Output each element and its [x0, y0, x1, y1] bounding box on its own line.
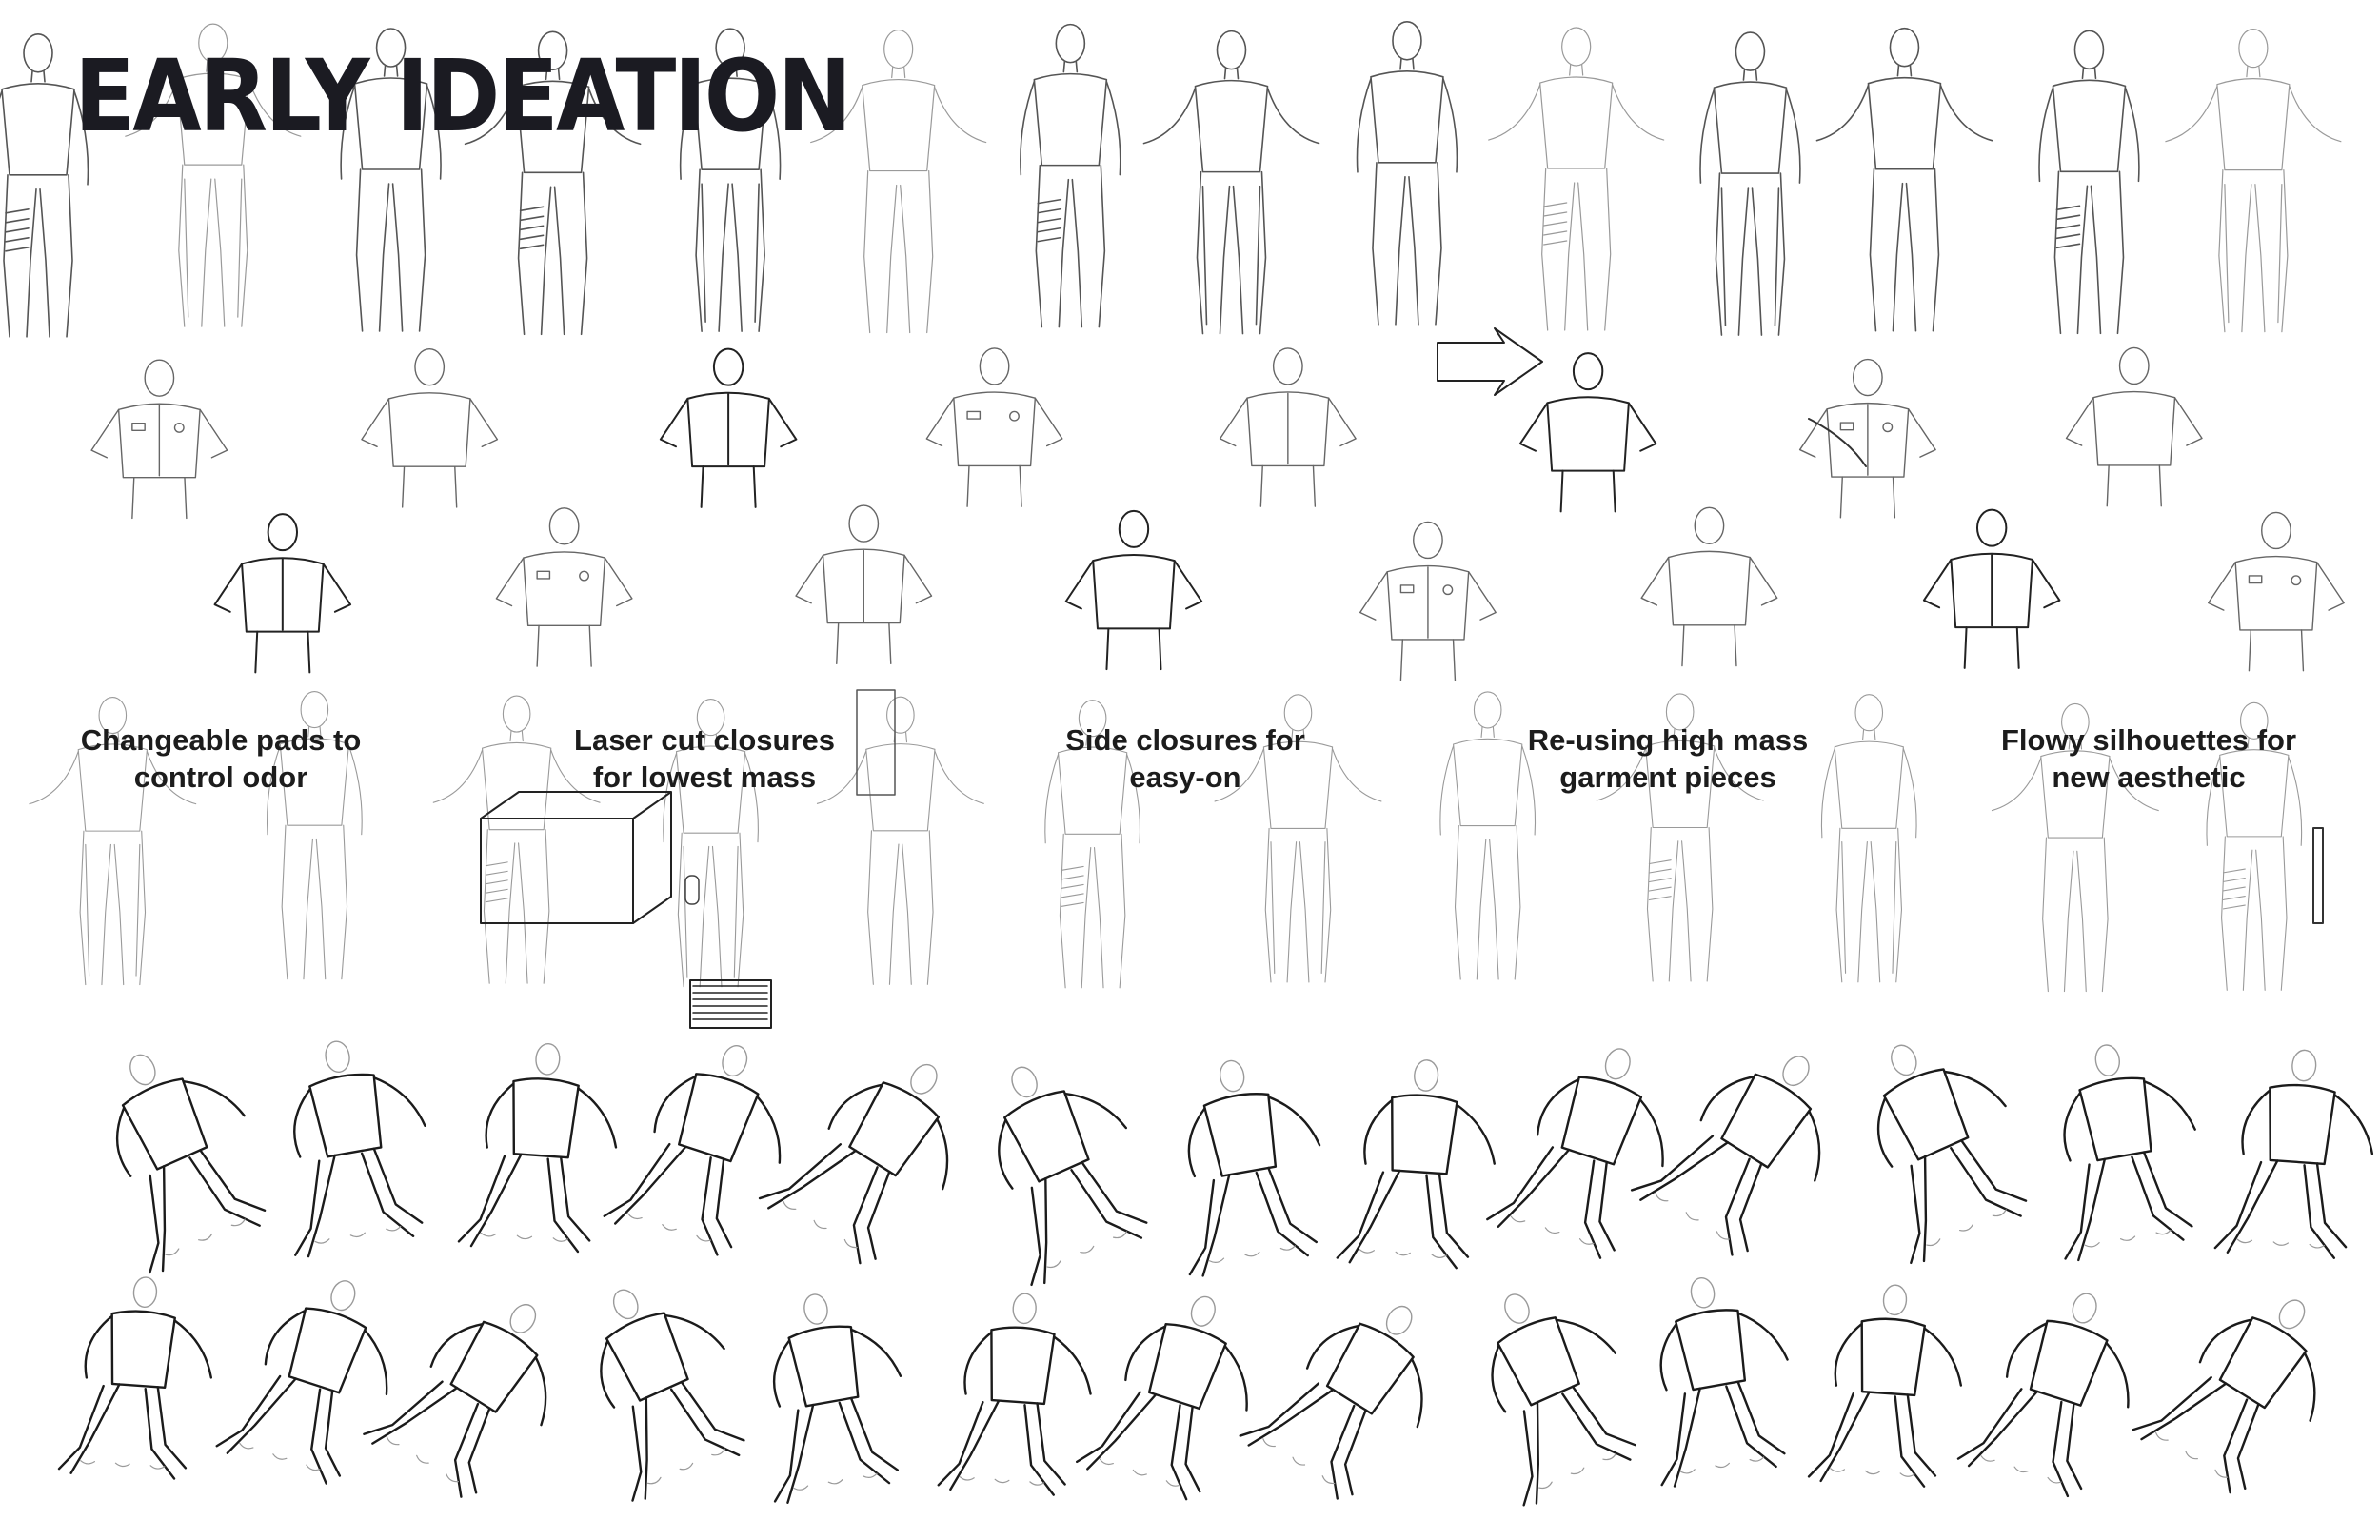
standing-pants-row [0, 21, 2342, 338]
caption-reuse-line2: garment pieces [1559, 760, 1776, 794]
caption-flowy-line1: Flowy silhouettes for [2000, 723, 2297, 757]
caption-pads-line2: control odor [133, 760, 308, 794]
caption-laser-line1: Laser cut closures [574, 723, 835, 757]
caption-side-line2: easy-on [1129, 760, 1241, 794]
caption-laser-line2: for lowest mass [592, 760, 817, 794]
caption-pads-line1: Changeable pads to [80, 723, 362, 757]
caption-reuse-line1: Re-using high mass [1527, 723, 1809, 757]
upper-body-shirts-row [90, 327, 2345, 681]
caption-flowy-line2: new aesthetic [2052, 760, 2246, 794]
floating-figures-row-2 [57, 1276, 2316, 1507]
caption-pads: Changeable pads to control odor [30, 721, 411, 796]
floating-figures-row-1 [115, 979, 2374, 1287]
caption-side-line1: Side closures for [1065, 723, 1305, 757]
caption-side: Side closures for easy-on [995, 721, 1376, 796]
caption-laser: Laser cut closures for lowest mass [514, 721, 895, 796]
page-title: EARLY IDEATION [74, 38, 852, 154]
caption-flowy: Flowy silhouettes for new aesthetic [1958, 721, 2339, 796]
detail-concepts-row [29, 689, 2324, 993]
caption-reuse: Re-using high mass garment pieces [1478, 721, 1858, 796]
